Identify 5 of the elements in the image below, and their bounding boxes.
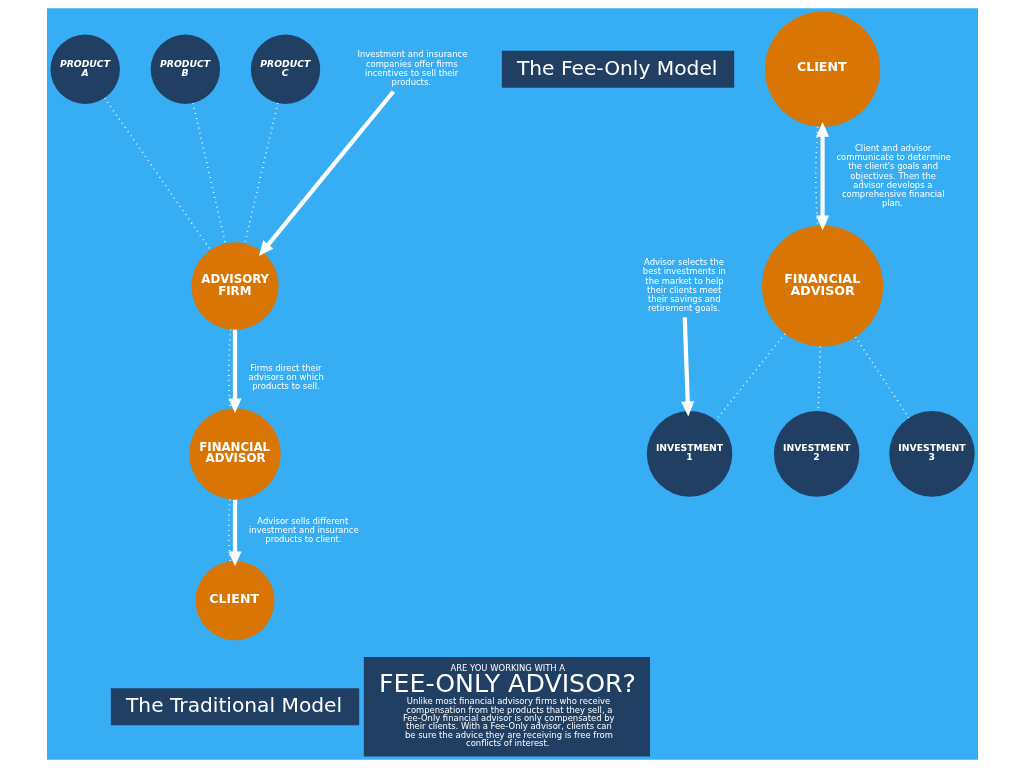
node-text: Investment and insurance companies offer firms incentives to sell their products. (356, 49, 467, 88)
edge-label: Advisor sells different investment and insurance products to client. (248, 515, 359, 545)
node-text: Advisor selects the best investments in the market to help their clients meet their savings and retirement goals. (642, 256, 726, 314)
edge-label: Client and advisor communicate to determine the client's goals and objectives. Then the advisor develops a comprehensive financial plan. (835, 142, 951, 209)
edge-label: Firms direct their advisors on which products to sell. (247, 362, 324, 392)
